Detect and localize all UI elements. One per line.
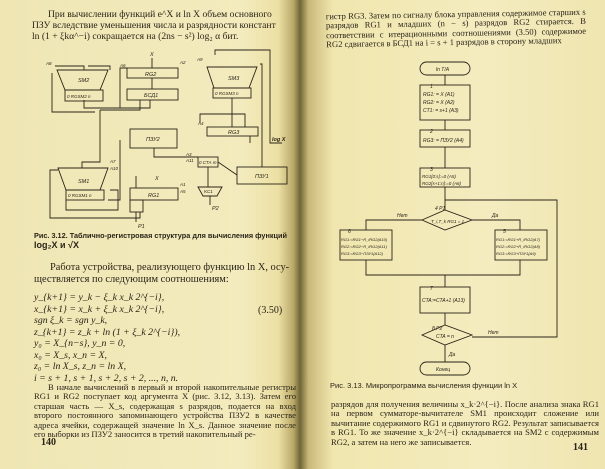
label-sm2: SM2 [78, 78, 89, 84]
flow-block6-line: RG3:=RG3−ПЗУ1(A12) [341, 251, 384, 256]
flow-decision8-num: 8 P2 [432, 326, 443, 332]
flow-block1-line: CT1: = s+1 (A3) [423, 108, 459, 114]
right-para: разрядов для получения величины x_k·2^{−… [331, 399, 599, 447]
intro-line-2: ПЗУ вследствие уменьшения числа и разряд… [32, 20, 276, 31]
intro-line-3: ln (1 + ξkα^−i) сокращается на (2ns − s²… [32, 31, 239, 42]
label-rgsm3: 0 RGSM3 n [215, 91, 239, 96]
flow-block3-num: 3 [430, 167, 433, 173]
label-a2: A2 [179, 60, 186, 65]
label-rgsm2: 0 RGSM2 n [67, 94, 91, 99]
para-work-line-1: Работа устройства, реализующего функцию … [50, 262, 290, 273]
flow-no-label-2: Нет [488, 330, 499, 336]
flow-block1-num: 1 [430, 84, 433, 90]
equation-line: i = s + 1, s + 1, s + 2, s + 2, ..., n, … [34, 372, 179, 384]
flow-block1-line: RG1: = X (A1) [423, 92, 455, 98]
label-bsd1: БСД1 [144, 93, 158, 99]
label-kc1: KC1 [204, 189, 213, 194]
label-a1: A1 [179, 182, 186, 187]
equation-system: y_{k+1} = y_k − ξ_k x_k 2^{−i}, x_{k+1} … [34, 292, 180, 384]
label-a10: A10 [109, 166, 119, 171]
label-a4: A4 [197, 121, 204, 126]
label-a3: A3 [185, 152, 192, 157]
flow-block2-line: RG3: = ПЗУ2 (A4) [423, 138, 464, 144]
flow-block5-line: RG1:=RG1+R_iRG2(A7) [496, 237, 541, 242]
flow-block5-line: RG2:=RG2+R_iRG2(A8) [496, 244, 541, 249]
flow-block6-num: 6 [348, 229, 351, 235]
label-pzu1: ПЗУ1 [255, 174, 269, 180]
flow-block2-num: 2 [429, 129, 433, 135]
label-rg3: RG3 [228, 130, 240, 136]
page-number-left: 140 [41, 437, 56, 448]
equation-number: (3.50) [258, 305, 283, 316]
label-a6: A6 [119, 63, 126, 68]
flow-block5-line: RG3:=RG3+ПЗУ1(A9) [496, 251, 536, 256]
flow-start: ln T/A [436, 67, 450, 73]
flow-yes-label: Да [491, 213, 499, 219]
flow-block6-line: RG2:=RG2−R_iRG2(A11) [341, 244, 388, 249]
label-rg1: RG1 [148, 193, 159, 199]
flow-decision4-text: T_i,T_k RG1 = 1 [431, 219, 465, 224]
label-a7: A7 [109, 159, 116, 164]
equation-line: y₀ = X_{n−s}, y_n = 0, [34, 338, 126, 349]
intro-line-1: При вычислении функций e^X и ln X объем … [48, 9, 272, 20]
figure-caption-3-12: Рис. 3.12. Таблично-регистровая структур… [34, 231, 287, 250]
flow-no-label: Нет [397, 213, 408, 219]
label-pzu2: ПЗУ2 [146, 137, 160, 143]
equation-line: sgn ξ_k = sgn y_k, [34, 315, 108, 326]
para-start-calc: В начале вычислений в первый и второй на… [34, 382, 296, 440]
label-sm1: SM1 [78, 179, 89, 185]
flow-block5-num: 5 [503, 229, 506, 235]
flow-block3-line: RG1[0:s]:=0 (A5) [422, 174, 456, 179]
para-work-line-2: ществляется по следующим соотношениям: [34, 274, 229, 285]
flow-block7-line: CTA:=CTA+1 (A13) [422, 298, 465, 304]
label-a11: A11 [185, 158, 194, 163]
label-p2: P2 [212, 206, 219, 212]
equation-line: y_{k+1} = y_k − ξ_k x_k 2^{−i}, [34, 292, 165, 303]
label-a9: A9 [196, 57, 203, 62]
flow-block3-line: RG2[s+1:n]:=0 (A6) [422, 181, 462, 186]
label-a8: A8 [45, 61, 52, 66]
caption-line: log₂X и √X [34, 239, 79, 250]
label-a5: A5 [179, 189, 186, 194]
label-rg2: RG2 [145, 72, 156, 78]
right-intro: гистр RG3. Затем по сигналу блока управл… [325, 6, 587, 50]
equation-line: x₀ = X_s, x_n = X, [34, 349, 107, 361]
flow-block7-num: 7 [430, 286, 433, 292]
flow-end: Конец [436, 367, 450, 373]
figure-caption-3-13: Рис. 3.13. Микропрограмма вычисления фун… [330, 381, 518, 390]
label-sm3: SM3 [228, 76, 240, 82]
flow-decision4-num: 4 P1 [435, 206, 446, 212]
flow-yes-label-2: Да [448, 352, 456, 358]
equation-line: z₀ = ln X_s, z_n = ln X, [34, 361, 127, 372]
flow-block6-line: RG1:=RG1−R_iRG2(A10) [341, 237, 388, 242]
label-x-in: X [149, 52, 154, 58]
flow-block1-line: RG2: = X (A2) [423, 100, 455, 106]
label-x-in-2: X [154, 176, 159, 182]
equation-line: x_{k+1} = x_k + ξ_k x_k 2^{−i}, [34, 303, 165, 315]
equation-line: z_{k+1} = z_k + ln (1 + ξ_k 2^{−i}), [34, 326, 181, 338]
label-p1: P1 [138, 224, 145, 230]
label-cta: 0 СТА m [199, 160, 217, 165]
label-output-logx: log X [272, 137, 286, 143]
page-number-right: 141 [573, 442, 588, 453]
flow-decision8-text: CTA = n [436, 334, 454, 340]
label-rgsm1: 0 RGSM1 n [68, 193, 92, 198]
caption-line: Рис. 3.12. Таблично-регистровая структур… [34, 231, 288, 240]
